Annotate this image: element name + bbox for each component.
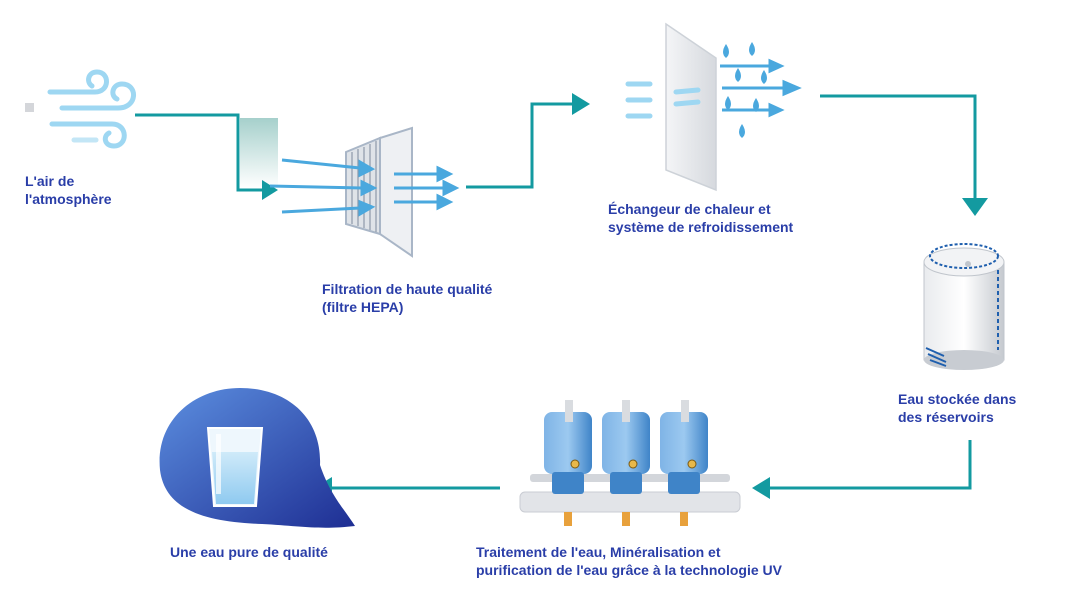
arrowhead-to-filter (262, 180, 278, 200)
label-storage-line-1: Eau stockée dans (898, 391, 1017, 407)
arrowhead-to-storage (962, 198, 988, 216)
air-filter-icon (269, 126, 460, 258)
label-treatment: Traitement de l'eau, Minéralisation et pu… (476, 543, 782, 579)
connector-exchanger-to-storage (820, 94, 977, 200)
treatment-tank-3 (660, 400, 708, 526)
treatment-tanks-icon (519, 400, 741, 526)
label-filter-line-2: (filtre HEPA) (322, 299, 404, 315)
label-treatment-line-2: purification de l'eau grâce à la technol… (476, 562, 782, 578)
arrowhead-to-exchanger (572, 93, 590, 115)
connector-shadow (240, 118, 278, 188)
label-filter-line-1: Filtration de haute qualité (322, 281, 493, 297)
treatment-tank-1 (544, 400, 592, 526)
treatment-tank-2 (602, 400, 650, 526)
connector-air-to-filter (135, 113, 262, 192)
label-storage: Eau stockée dans des réservoirs (898, 390, 1016, 426)
storage-tank-icon (923, 243, 1005, 370)
label-drink-line-1: Une eau pure de qualité (170, 544, 328, 560)
arrowhead-to-treatment (752, 477, 770, 499)
connector-filter-to-exchanger (466, 102, 572, 189)
label-air-line-1: L'air de (25, 173, 75, 189)
label-air: L'air de l'atmosphère (25, 172, 112, 208)
label-exchanger-line-2: système de refroidissement (608, 219, 794, 235)
label-air-line-2: l'atmosphère (25, 191, 112, 207)
label-storage-line-2: des réservoirs (898, 409, 994, 425)
wind-icon (25, 69, 136, 149)
label-drink: Une eau pure de qualité (170, 543, 328, 561)
connector-storage-to-treatment (770, 440, 972, 490)
label-exchanger-line-1: Échangeur de chaleur et (608, 201, 771, 217)
heat-exchanger-icon (625, 22, 802, 192)
label-exchanger: Échangeur de chaleur et système de refroi… (608, 200, 793, 236)
label-filter: Filtration de haute qualité (filtre HEPA) (322, 280, 492, 316)
label-treatment-line-1: Traitement de l'eau, Minéralisation et (476, 544, 721, 560)
flow-connectors (135, 94, 977, 490)
water-glass-icon (159, 388, 355, 528)
